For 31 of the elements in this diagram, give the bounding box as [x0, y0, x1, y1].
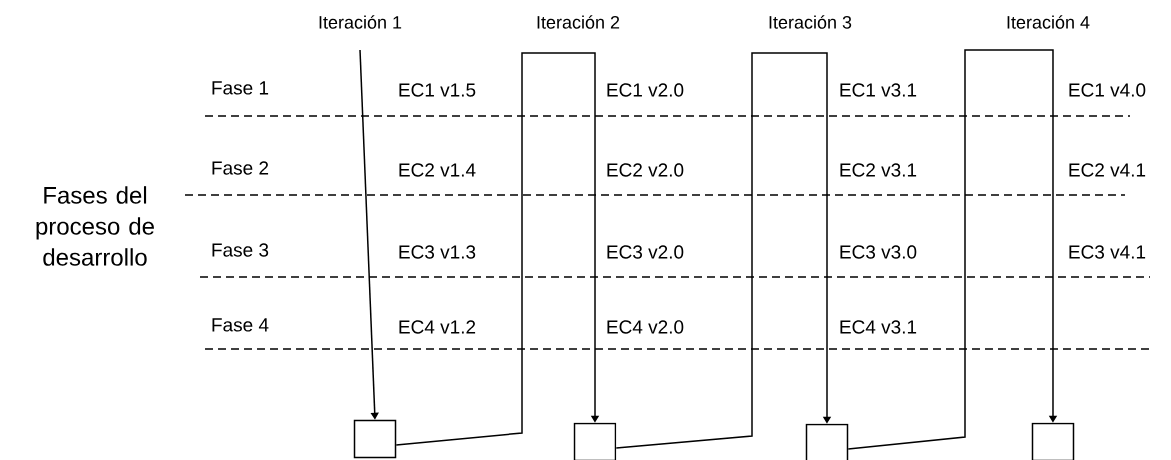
phase-label: Fase 4: [212, 318, 269, 332]
version-box: [573, 422, 617, 460]
iteration-label: Iteración 3: [769, 15, 852, 29]
iteration-label: Iteración 2: [537, 15, 620, 29]
version-box: [1031, 422, 1075, 460]
phase-label: Fase 2: [212, 161, 269, 175]
version-label: EC1 v1.5: [399, 83, 476, 97]
axis-title: Fases del proceso de desarrollo: [36, 186, 154, 266]
version-label: EC4 v1.2: [399, 320, 476, 334]
version-label: EC2 v1.4: [399, 163, 476, 177]
version-label: EC2 v3.1: [840, 163, 917, 177]
version-box: [353, 419, 397, 459]
version-label: EC1 v2.0: [607, 83, 684, 97]
version-label: EC1 v4.0: [1069, 83, 1146, 97]
version-label: EC3 v3.0: [840, 245, 917, 259]
iteration-label: Iteración 4: [1007, 15, 1090, 29]
phase-label: Fase 1: [212, 81, 269, 95]
version-box: [805, 423, 849, 460]
version-label: EC4 v3.1: [840, 320, 917, 334]
version-label: EC2 v4.1: [1069, 163, 1146, 177]
version-label: EC1 v3.1: [840, 83, 917, 97]
version-label: EC4 v2.0: [607, 320, 684, 334]
version-label: EC3 v4.1: [1069, 245, 1146, 259]
phase-label: Fase 3: [212, 243, 269, 257]
iteration-label: Iteración 1: [319, 15, 402, 29]
arrow: [395, 52, 600, 446]
version-label: EC3 v2.0: [607, 245, 684, 259]
arrow: [615, 52, 832, 449]
arrow: [847, 49, 1058, 450]
version-label: EC2 v2.0: [607, 163, 684, 177]
version-label: EC3 v1.3: [399, 245, 476, 259]
